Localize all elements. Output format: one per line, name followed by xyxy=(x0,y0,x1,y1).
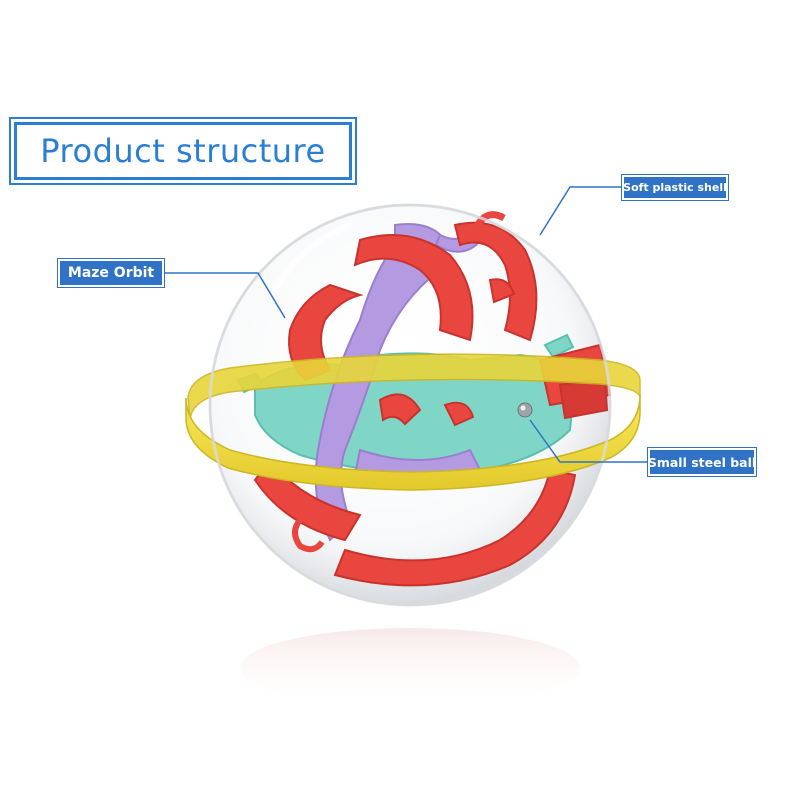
red-maze-track xyxy=(253,211,612,587)
callout-maze-orbit: Maze Orbit xyxy=(58,259,164,287)
yellow-ring xyxy=(185,353,641,491)
callout-small-steel-ball: Small steel ball xyxy=(648,448,756,476)
callout-label: Small steel ball xyxy=(647,454,757,470)
plastic-shell-front xyxy=(208,203,612,607)
callout-soft-plastic-shell: Soft plastic shell xyxy=(622,175,728,200)
floor-reflection xyxy=(240,628,580,708)
leader-line-shell xyxy=(539,186,622,236)
page-title: Product structure xyxy=(40,132,326,170)
callout-label: Soft plastic shell xyxy=(623,181,727,194)
leader-line-maze xyxy=(164,272,286,319)
callout-label: Maze Orbit xyxy=(67,265,155,281)
leader-line-ball xyxy=(529,419,648,463)
leader-lines xyxy=(164,186,648,463)
steel-ball xyxy=(517,402,533,418)
shell-highlight xyxy=(272,222,353,293)
title-box: Product structure xyxy=(14,122,352,180)
